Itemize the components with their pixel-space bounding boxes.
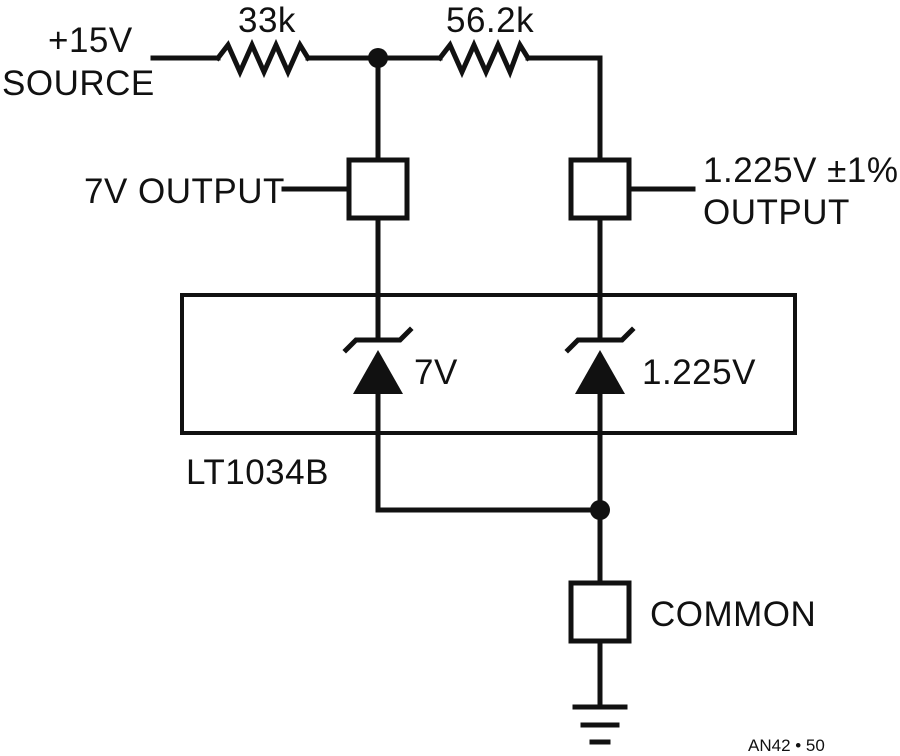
- output-7v-label: 7V OUTPUT: [84, 172, 285, 211]
- terminal-common: [568, 580, 632, 644]
- zener-7v-label: 7V: [414, 353, 458, 392]
- common-label: COMMON: [650, 595, 816, 634]
- source-label-line1: +15V: [48, 21, 133, 60]
- resistor-56-2k: [436, 38, 532, 79]
- ground-icon: [572, 704, 628, 745]
- zener-1225v-label: 1.225V: [642, 353, 756, 392]
- zener-1225v-triangle: [575, 350, 625, 394]
- source-label-line2: SOURCE: [2, 64, 155, 103]
- zener-7v-bar: [342, 326, 414, 354]
- ic-body: [180, 293, 797, 435]
- resistor-56-2k-label: 56.2k: [446, 1, 534, 40]
- terminal-1225v-output: [568, 157, 632, 221]
- figure-id-label: AN42 • 50: [748, 736, 825, 755]
- terminal-7v-output: [346, 157, 410, 221]
- resistor-33k: [214, 38, 312, 79]
- junction-dot-bottom: [590, 500, 610, 520]
- chip-label: LT1034B: [186, 453, 329, 492]
- output-1225v-label-line1: 1.225V ±1%: [703, 151, 898, 190]
- zener-7v-triangle: [353, 350, 403, 394]
- output-1225v-label-line2: OUTPUT: [703, 193, 850, 232]
- zener-1225v-bar: [564, 326, 636, 354]
- resistor-33k-label: 33k: [238, 1, 296, 40]
